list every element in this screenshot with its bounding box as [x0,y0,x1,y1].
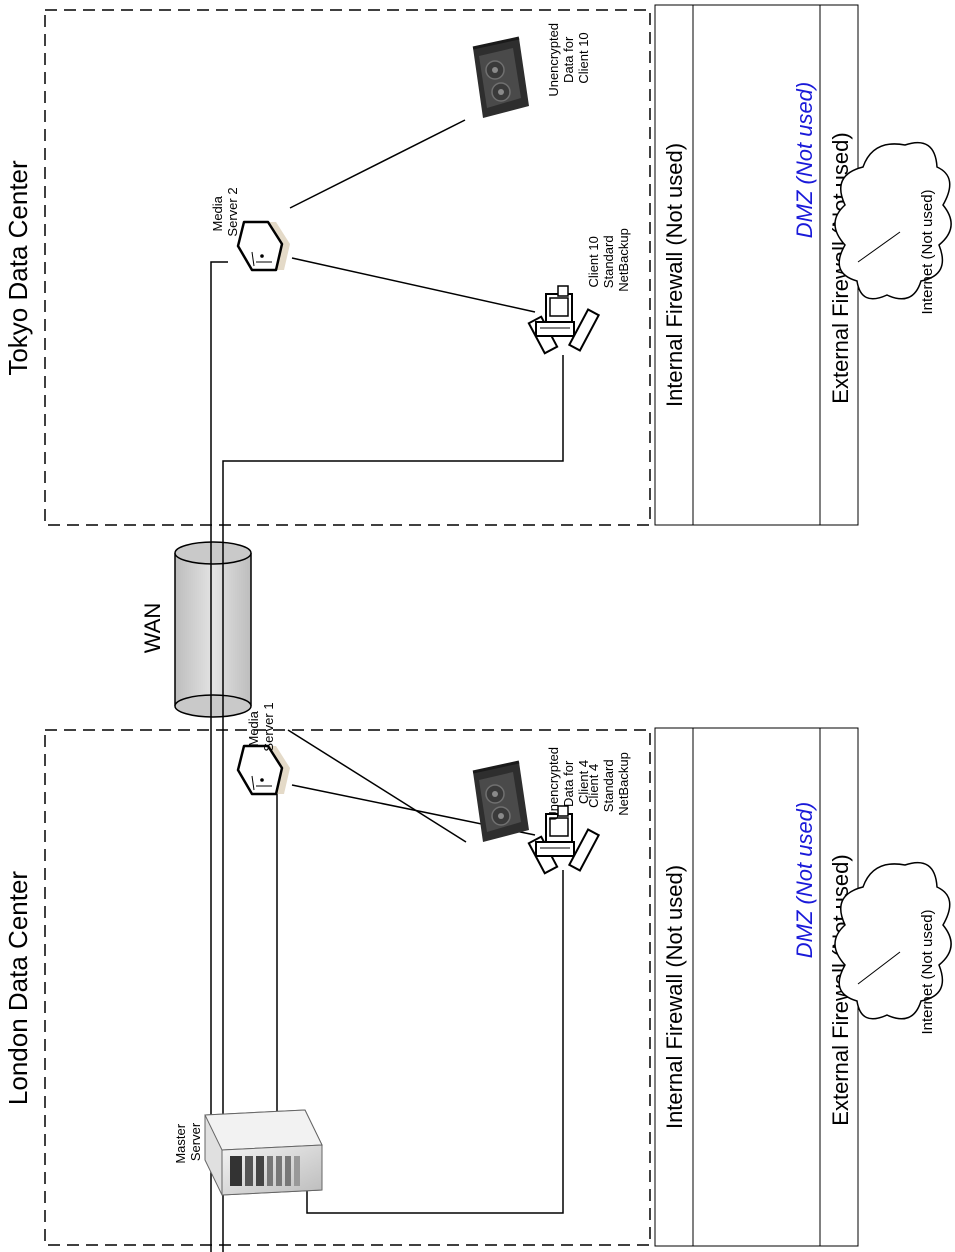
london-internet-label: Internet (Not used) [919,909,936,1034]
london-client-line2: Standard [601,759,616,812]
tokyo-client-line1: Client 10 [586,236,601,287]
wan-label: WAN [140,603,165,654]
master-server-line1: Master [173,1123,188,1163]
media-server-2-icon [236,220,292,272]
media-server-1-icon [236,744,292,796]
tokyo-boundary [44,9,651,526]
tokyo-media-server-line2: Server 2 [225,187,240,236]
client-4-workstation-icon [527,805,600,875]
svg-text:Client 10 Standard: Client 10 Standard NetBackup [586,228,631,292]
tokyo-dmz-label: DMZ (Not used) [792,82,817,238]
svg-text:Unencrypted Data for: Unencrypted Data for Client 4 [546,743,591,820]
tokyo-internet-label: Internet (Not used) [919,189,936,314]
tokyo-tape-line3: Client 10 [576,32,591,83]
london-media-server-line1: Media [246,710,261,746]
svg-text:Unencrypted Data for: Unencrypted Data for Client 10 [546,19,591,96]
tokyo-media-server-line1: Media [210,195,225,231]
london-client-line1: Client 4 [586,764,601,808]
london-data-center: London Data Center Internal Firewall (No… [3,702,952,1247]
svg-text:Media Server 2: Media Server 2 [210,187,240,236]
tokyo-title: Tokyo Data Center [3,160,33,376]
london-client-line3: NetBackup [616,752,631,816]
svg-text:Media Server 1: Media Server 1 [246,702,276,751]
london-boundary [44,729,651,1246]
svg-text:Client 4 Standard: Client 4 Standard NetBackup [586,752,631,816]
london-tape-drive-icon [471,760,531,844]
london-tape-line3: Client 4 [576,760,591,804]
master-server-line2: Server [188,1122,203,1161]
svg-text:Master Server: Master Server [173,1120,203,1163]
london-title: London Data Center [3,871,33,1106]
tokyo-firewall-column [654,4,859,526]
tokyo-tape-drive-icon [471,36,531,120]
london-dmz-label: DMZ (Not used) [792,802,817,958]
tokyo-tape-line2: Data for [561,36,576,83]
wan-cylinder-icon [174,541,252,718]
london-tape-line1: Unencrypted [546,747,561,821]
london-internal-firewall-label: Internal Firewall (Not used) [662,865,687,1129]
london-media-server-line2: Server 1 [261,702,276,751]
master-server-icon [204,1109,323,1196]
tokyo-internet-cloud-icon [834,141,952,300]
tokyo-client-line3: NetBackup [616,228,631,292]
wan: WAN [140,530,252,1252]
london-tape-line2: Data for [561,760,576,807]
tokyo-tape-line1: Unencrypted [546,23,561,97]
tokyo-client-line2: Standard [601,235,616,288]
tokyo-internal-firewall-label: Internal Firewall (Not used) [662,143,687,407]
client-10-workstation-icon [527,285,600,355]
london-firewall-column [654,727,859,1247]
tokyo-data-center: Tokyo Data Center Internal Firewall (Not… [3,4,952,530]
